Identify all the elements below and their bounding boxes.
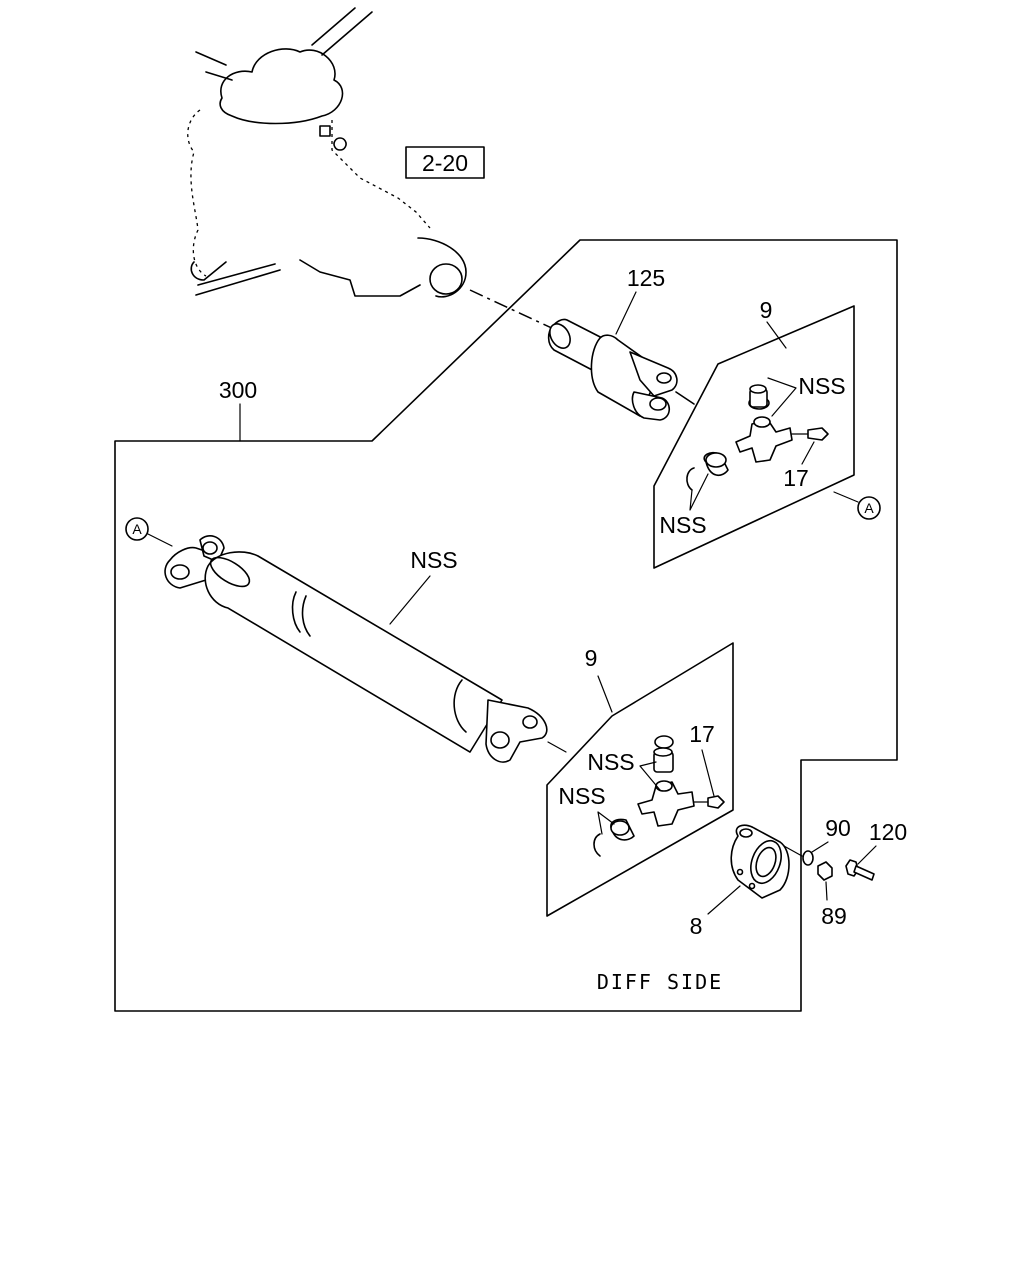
ref-box-label: 2-20 <box>422 150 468 176</box>
label-120: 120 <box>869 819 907 845</box>
propeller-shaft <box>125 517 567 763</box>
leader-9-upper <box>766 321 787 349</box>
label-90: 90 <box>825 815 851 841</box>
leader-nss-shaft <box>389 575 431 625</box>
transmission-outline <box>187 7 467 298</box>
assembly-300-boundary <box>114 239 898 1012</box>
leader-nss-upper-b <box>689 473 709 511</box>
label-nss-shaft: NSS <box>410 547 457 573</box>
leader-17-upper <box>801 441 815 465</box>
leader-89 <box>825 881 828 901</box>
companion-flange-8 <box>730 824 790 899</box>
diff-side-note: DIFF SIDE <box>597 970 723 994</box>
label-17-lower: 17 <box>689 721 715 747</box>
leader-8 <box>707 885 741 915</box>
label-300: 300 <box>219 377 257 403</box>
circle-a-right <box>857 496 881 520</box>
label-nss-lower-b: NSS <box>558 783 605 809</box>
leader-nss-lower-a <box>639 761 661 791</box>
label-125: 125 <box>627 265 665 291</box>
label-89: 89 <box>821 903 847 929</box>
slip-yoke-125 <box>547 318 695 421</box>
reference-box-2-20: 2-20 <box>405 146 485 179</box>
leader-nss-upper-a <box>767 377 797 417</box>
label-circle-a-left: A <box>132 521 142 537</box>
leader-9-lower <box>597 675 613 713</box>
leader-125 <box>615 291 637 335</box>
leader-17-lower <box>701 749 715 797</box>
washer-90 <box>802 850 814 866</box>
label-17-upper: 17 <box>783 465 809 491</box>
label-8: 8 <box>690 913 703 939</box>
leader-90 <box>811 841 829 853</box>
kit-9-lower-frame <box>546 642 734 917</box>
centerline-transmission <box>469 289 557 331</box>
upper-spider-cross <box>686 384 829 491</box>
label-9-upper: 9 <box>760 297 773 323</box>
centerline-flange <box>783 845 803 857</box>
kit-9-upper-frame <box>653 305 855 569</box>
leader-120 <box>857 845 877 865</box>
bolt-120 <box>845 859 875 881</box>
label-nss-upper-a: NSS <box>798 373 845 399</box>
nut-89 <box>817 861 833 881</box>
leader-circle-a-right <box>833 491 859 503</box>
label-9-lower: 9 <box>585 645 598 671</box>
label-nss-lower-a: NSS <box>587 749 634 775</box>
label-nss-upper-b: NSS <box>659 512 706 538</box>
leader-nss-lower-b <box>597 811 615 835</box>
label-circle-a-right: A <box>864 500 874 516</box>
